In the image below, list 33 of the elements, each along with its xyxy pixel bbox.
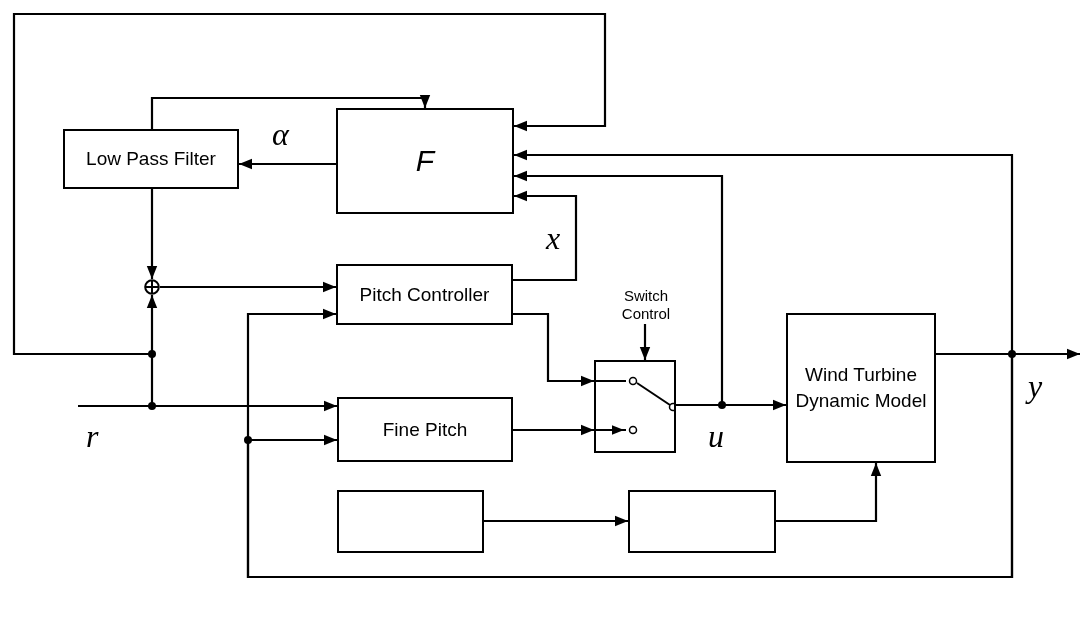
block-label: Wind Turbine Dynamic Model bbox=[794, 363, 928, 413]
arrow bbox=[513, 424, 594, 436]
arrow bbox=[513, 190, 578, 282]
arrow bbox=[639, 324, 651, 360]
filter-block bbox=[63, 129, 239, 189]
arrow bbox=[150, 94, 431, 129]
signal-label: α bbox=[272, 118, 289, 150]
arrow bbox=[513, 312, 594, 387]
arrow bbox=[239, 158, 336, 170]
switch-block bbox=[594, 360, 676, 453]
arrow bbox=[160, 281, 336, 293]
arrow bbox=[146, 189, 158, 279]
process-block bbox=[337, 490, 484, 553]
function-block bbox=[336, 108, 514, 214]
signal-label: x bbox=[546, 222, 561, 254]
arrow bbox=[514, 170, 724, 407]
arrow bbox=[776, 463, 882, 523]
pitch-block bbox=[337, 397, 513, 462]
summing-junction bbox=[144, 279, 160, 295]
arrow bbox=[78, 400, 337, 412]
signal-label: r bbox=[86, 420, 99, 452]
controller-block bbox=[336, 264, 513, 325]
arrow bbox=[12, 12, 607, 356]
arrow bbox=[246, 352, 1014, 579]
block-label: F bbox=[415, 142, 435, 179]
plant-model-block bbox=[786, 313, 936, 463]
process-block bbox=[628, 490, 776, 553]
block-label: Fine Pitch bbox=[382, 417, 468, 442]
block-label: Pitch Controller bbox=[359, 282, 490, 307]
block-label: Low Pass Filter bbox=[86, 147, 216, 172]
arrow bbox=[484, 515, 628, 527]
control-label: Switch Control bbox=[620, 287, 672, 323]
signal-label: u bbox=[708, 420, 724, 452]
